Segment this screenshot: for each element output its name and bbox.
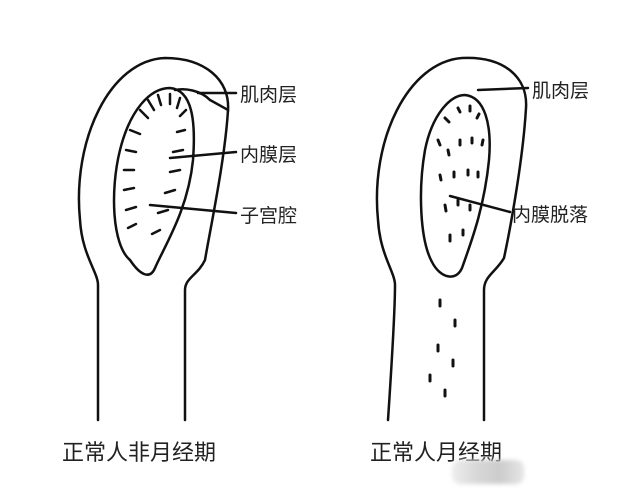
inner-cavity (112, 86, 196, 276)
caption-non-menstrual: 正常人非月经期 (62, 441, 217, 466)
pointer-line (448, 194, 512, 214)
inner-cavity (419, 93, 491, 278)
endometrium-marks (122, 92, 188, 236)
label-muscle-layer: 肌肉层 (240, 84, 298, 106)
uterus-non-menstrual (77, 56, 238, 422)
label-uterine-cavity: 子宫腔 (240, 205, 298, 227)
pointer-line (476, 86, 530, 92)
shedding-marks (428, 104, 485, 398)
pointer-line (168, 150, 238, 160)
label-endometrium-shedding: 内膜脱落 (512, 204, 589, 226)
pointer-line (148, 203, 238, 215)
outer-wall (77, 56, 230, 422)
label-endometrium: 内膜层 (240, 144, 298, 166)
label-muscle-layer-right: 肌肉层 (532, 80, 590, 102)
watermark-blur (452, 460, 524, 484)
uterus-menstrual (375, 56, 530, 422)
outer-wall-right (183, 108, 230, 422)
outer-wall (375, 56, 528, 422)
